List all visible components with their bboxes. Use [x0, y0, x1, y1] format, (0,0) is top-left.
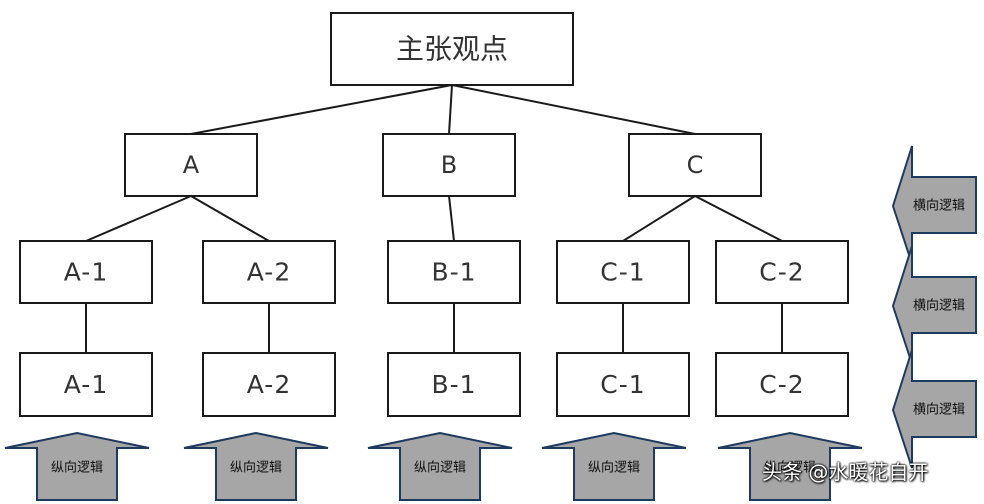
horizontal-logic-arrow-2: 横向逻辑: [891, 245, 977, 365]
horizontal-logic-arrow-shape: [891, 245, 977, 365]
vertical-logic-arrow-shape: [4, 431, 150, 501]
horizontal-logic-arrow-3: 横向逻辑: [891, 349, 977, 469]
vertical-logic-label: 纵向逻辑: [588, 460, 640, 476]
node-B1b-label: B-1: [431, 370, 476, 399]
vertical-logic-arrow-2: 纵向逻辑: [183, 431, 329, 501]
node-C1b: C-1: [556, 352, 690, 417]
horizontal-logic-arrow-shape: [891, 349, 977, 469]
edge-C-C1: [622, 195, 696, 242]
node-C1-label: C-1: [600, 258, 645, 287]
node-C2b-label: C-2: [759, 370, 804, 399]
horizontal-logic-label: 横向逻辑: [913, 198, 965, 214]
node-C-label: C: [687, 151, 704, 179]
horizontal-logic-arrow-shape: [891, 145, 977, 265]
node-C2b: C-2: [715, 352, 849, 417]
edge-A-A2: [190, 195, 270, 242]
node-A2-label: A-2: [247, 258, 291, 287]
node-A-label: A: [183, 151, 200, 179]
vertical-logic-arrow-3: 纵向逻辑: [367, 431, 513, 501]
root-node-label: 主张观点: [396, 33, 508, 66]
vertical-logic-arrow-shape: [183, 431, 329, 501]
edge-root-C: [451, 84, 696, 135]
node-A2-box: [202, 240, 336, 304]
node-C2-label: C-2: [759, 258, 804, 287]
node-C1-box: [556, 240, 690, 304]
root-node: 主张观点: [330, 12, 574, 86]
node-B1-box: [387, 240, 521, 304]
node-C2b-box: [715, 352, 849, 417]
node-C2: C-2: [715, 240, 849, 304]
node-B: B: [382, 133, 516, 197]
horizontal-logic-label: 横向逻辑: [913, 402, 965, 418]
node-C2-box: [715, 240, 849, 304]
node-A1-box: [19, 240, 153, 304]
node-A1: A-1: [19, 240, 153, 304]
node-A2b-label: A-2: [247, 370, 291, 399]
node-A2: A-2: [202, 240, 336, 304]
node-A1-label: A-1: [64, 258, 108, 287]
vertical-logic-label: 纵向逻辑: [414, 460, 466, 476]
node-A2b-box: [202, 352, 336, 417]
node-B-box: [382, 133, 516, 197]
node-C1: C-1: [556, 240, 690, 304]
edge-A-A1: [85, 195, 192, 242]
edge-root-B: [448, 84, 453, 135]
vertical-logic-arrow-shape: [541, 431, 687, 501]
node-A1b: A-1: [19, 352, 153, 417]
edge-B-B1: [448, 195, 455, 242]
node-A1b-label: A-1: [64, 370, 108, 399]
edge-C-C2: [694, 195, 783, 242]
node-A2b: A-2: [202, 352, 336, 417]
node-C1b-label: C-1: [600, 370, 645, 399]
vertical-logic-arrow-1: 纵向逻辑: [4, 431, 150, 501]
edges: [85, 84, 783, 353]
node-B-label: B: [441, 151, 457, 179]
vertical-logic-label: 纵向逻辑: [230, 460, 282, 476]
vertical-logic-arrow-shape: [367, 431, 513, 501]
horizontal-logic-label: 横向逻辑: [913, 298, 965, 314]
horizontal-logic-arrow-1: 横向逻辑: [891, 145, 977, 265]
vertical-logic-arrow-4: 纵向逻辑: [541, 431, 687, 501]
watermark: 头条 @水暖花自开: [762, 460, 929, 484]
node-C-box: [628, 133, 762, 197]
node-C: C: [628, 133, 762, 197]
root-node-box: [330, 12, 574, 86]
vertical-logic-label: 纵向逻辑: [764, 460, 816, 476]
vertical-logic-arrow-shape: [717, 431, 863, 501]
node-B1b-box: [387, 352, 521, 417]
logic-arrows: 纵向逻辑纵向逻辑纵向逻辑纵向逻辑纵向逻辑横向逻辑横向逻辑横向逻辑: [4, 145, 977, 501]
node-B1: B-1: [387, 240, 521, 304]
node-B1b: B-1: [387, 352, 521, 417]
node-A-box: [124, 133, 258, 197]
node-A1b-box: [19, 352, 153, 417]
node-C1b-box: [556, 352, 690, 417]
vertical-logic-arrow-5: 纵向逻辑: [717, 431, 863, 501]
node-A: A: [124, 133, 258, 197]
edge-root-A: [190, 84, 453, 135]
node-B1-label: B-1: [431, 258, 476, 287]
vertical-logic-label: 纵向逻辑: [51, 460, 103, 476]
